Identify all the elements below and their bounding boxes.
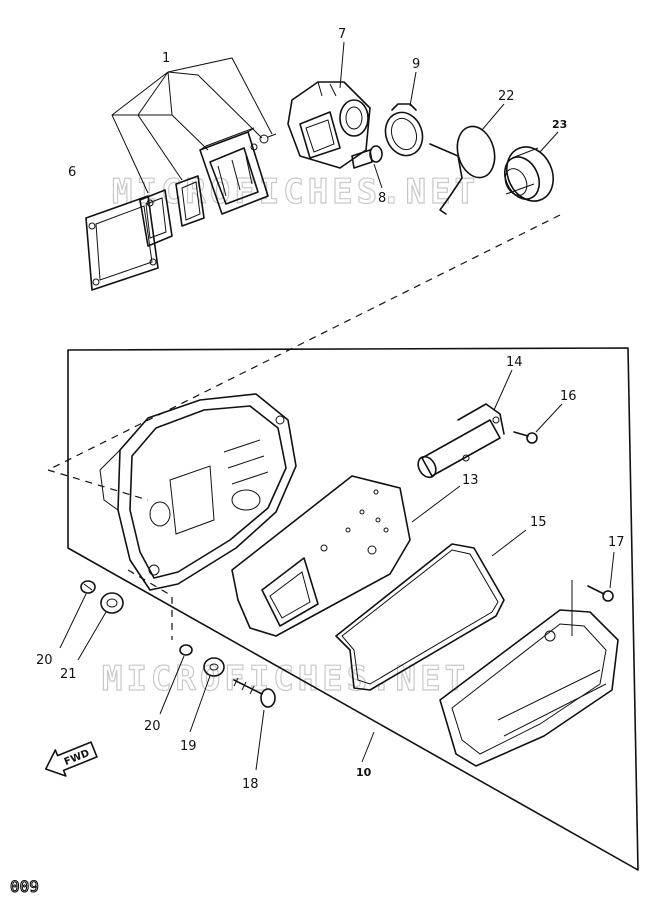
callout-21: 21 — [60, 667, 77, 682]
joint-part-23 — [503, 146, 554, 202]
leader-15 — [491, 529, 527, 557]
callout-8: 8 — [378, 191, 386, 206]
leader-13 — [411, 485, 461, 523]
leader-21 — [77, 611, 107, 661]
callout-14: 14 — [506, 355, 523, 370]
callout-7: 7 — [338, 27, 346, 42]
callout-20b: 20 — [144, 719, 161, 734]
callout-23: 23 — [552, 118, 567, 131]
leader-23 — [539, 131, 559, 153]
leader-7 — [339, 41, 345, 89]
leader-1 — [111, 57, 273, 194]
assembly-line-left — [47, 469, 149, 501]
leader-9 — [409, 71, 417, 107]
callout-15: 15 — [530, 515, 547, 530]
callout-10: 10 — [356, 766, 372, 779]
callout-19: 19 — [180, 739, 197, 754]
callout-16: 16 — [560, 389, 577, 404]
leader-16 — [535, 403, 563, 433]
subassembly-frame — [67, 347, 639, 871]
gasket-part-6 — [85, 195, 159, 291]
watermark-top: MICROFICHES.NET — [112, 172, 479, 212]
screw-part-17 — [587, 585, 614, 602]
watermark-bottom: MICROFICHES.NET — [102, 659, 469, 699]
callout-1: 1 — [162, 51, 170, 66]
bolt-part-20 — [80, 580, 96, 594]
bolt-part-18 — [233, 677, 276, 708]
leader-18 — [255, 709, 265, 771]
leader-10 — [361, 731, 375, 763]
leader-20b — [159, 655, 185, 715]
callout-18: 18 — [242, 777, 259, 792]
spring-clip-part-22 — [429, 125, 496, 215]
leader-14 — [493, 369, 513, 411]
leader-19 — [189, 675, 211, 733]
bolt-part-8 — [351, 145, 383, 169]
callout-9: 9 — [412, 57, 420, 72]
case-cover — [439, 580, 619, 767]
air-cleaner-case — [99, 393, 297, 591]
callout-22: 22 — [498, 89, 515, 104]
bolt-part-20b — [179, 644, 193, 656]
element-plate-part-13 — [231, 475, 411, 637]
screw-part-16 — [513, 431, 538, 444]
leader-22 — [481, 103, 505, 131]
collar-part-21 — [100, 592, 124, 614]
callout-20: 20 — [36, 653, 53, 668]
page-number: 009 — [10, 877, 39, 896]
assembly-line-upper — [47, 214, 561, 471]
leader-8 — [373, 163, 383, 189]
fwd-arrow: FWD — [44, 741, 98, 777]
callout-6: 6 — [68, 165, 76, 180]
reed-valve-part-1 — [139, 127, 277, 247]
clamp-part-9 — [384, 103, 424, 157]
seal-part-15 — [335, 543, 505, 691]
callout-17: 17 — [608, 535, 625, 550]
intake-manifold-part-7 — [287, 81, 371, 169]
washer-part-19 — [203, 657, 225, 677]
assembly-line-lower — [127, 569, 173, 640]
leader-20 — [59, 593, 87, 649]
pipe-part-14 — [417, 403, 505, 479]
callout-13: 13 — [462, 473, 479, 488]
leader-17 — [609, 551, 615, 589]
